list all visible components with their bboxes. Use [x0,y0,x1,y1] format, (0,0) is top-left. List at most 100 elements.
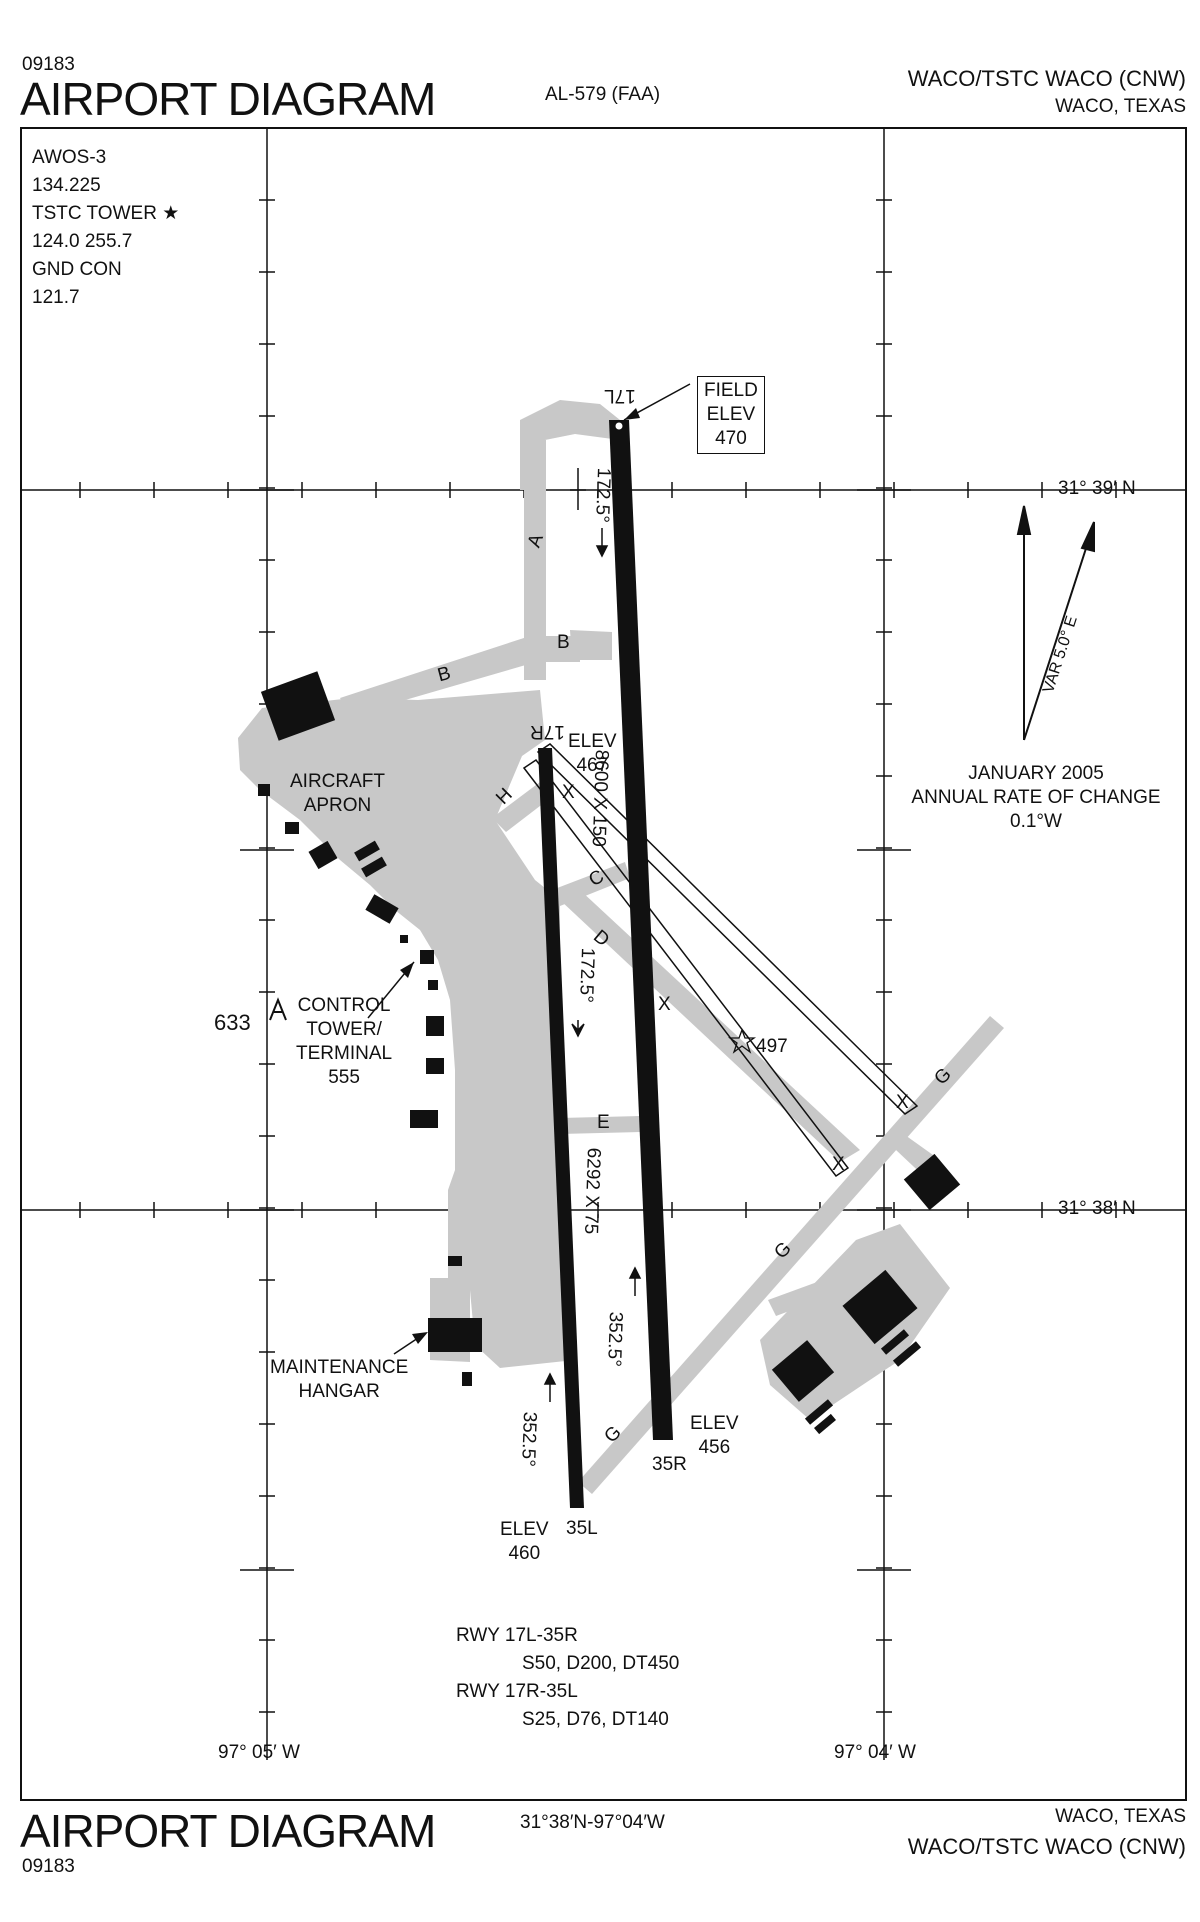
control-tower-building [420,950,434,964]
elev-35l: ELEV 460 [500,1518,549,1566]
chart-id-top: 09183 [22,54,75,75]
building-east [903,1153,961,1211]
hangar-leader-head [412,1332,428,1344]
magnetic-north-arrow [1023,535,1091,741]
maint-line1: MAINTENANCE [270,1357,409,1378]
obstacle-symbol [269,997,287,1021]
chart-title-bottom: AIRPORT DIAGRAM [20,1805,436,1857]
maintenance-hangar-label: MAINTENANCE HANGAR [270,1356,408,1404]
building [308,840,338,870]
taxiway-b [340,636,580,716]
rwy-17l-35r-title: RWY 17L-35R [456,1625,578,1646]
elev-35r: ELEV 456 [690,1412,739,1460]
magnetic-rate-value: 0.1°W [1010,811,1062,832]
frequency-list: AWOS-3 134.225 TSTC TOWER ★ 124.0 255.7 … [32,144,179,312]
taxiway-label-b: B [557,632,570,653]
tower-label: TSTC TOWER ★ [32,203,180,224]
latitude-label-north: 31° 39′ N [1058,478,1136,499]
ground-frequency: 121.7 [32,287,80,308]
building [285,822,299,834]
elev-35r-value: 456 [698,1437,731,1458]
building [426,1058,444,1074]
hdg-arrowhead [628,1266,642,1279]
elev-word: ELEV [690,1413,739,1434]
north-arrows [1016,505,1095,741]
heading-352-west: 352.5° [517,1411,540,1468]
building [448,1256,462,1266]
taxiway-e [560,1116,640,1134]
taxiway-b-pad [570,630,612,660]
closed-marker: X [832,1154,845,1175]
heading-172-mid: 172.5° [575,947,598,1004]
grid-ticks [79,199,1117,1713]
runway-35r-label: 35R [652,1454,687,1475]
building [880,1329,910,1355]
runway-17r-label: 17R [530,721,565,742]
apron-line2: APRON [303,795,372,816]
true-north-head [1016,505,1032,535]
latitude-label-south: 31° 38′ N [1058,1198,1136,1219]
chart-id-bottom: 09183 [22,1856,75,1877]
tower-frequency: 124.0 255.7 [32,231,133,252]
elev-35l-value: 460 [508,1543,541,1564]
rwy-17r-35l-title: RWY 17R-35L [456,1681,578,1702]
hdg-arrowhead [543,1372,557,1385]
maintenance-hangar-building [428,1318,482,1352]
building-nw [260,671,336,741]
heading-172-north: 172.5° [591,467,614,524]
hangar-se-2 [771,1340,835,1402]
hangar-se-1 [842,1269,918,1345]
closed-marker: X [896,1092,909,1113]
localizer-mark [570,468,586,510]
taxiway-h [492,782,553,832]
elev-17r: ELEV 467 [568,730,617,778]
heading-arrows [543,528,642,1402]
building [258,784,270,796]
elev-17r-value: 467 [576,755,609,776]
taxiway-label-e: E [597,1112,610,1133]
building [410,1110,438,1128]
ramp-connector [768,1270,856,1316]
runway-35l-label: 35L [566,1518,598,1539]
tower-elevation: 555 [328,1067,360,1088]
control-tower-label: CONTROL TOWER/ TERMINAL 555 [296,994,392,1090]
field-elev-line2: ELEV [706,404,756,425]
closed-marker: X [562,782,575,803]
building [814,1413,836,1435]
airport-name-bottom: WACO/TSTC WACO (CNW) [907,1834,1186,1859]
runway-17l-label: 17L [604,385,636,406]
runway-17r-dims: 6292 X 75 [579,1147,604,1235]
taxiway-a [524,440,546,680]
magnetic-change-block: JANUARY 2005 ANNUAL RATE OF CHANGE 0.1°W [898,762,1174,834]
hdg-arrowhead [571,1023,585,1038]
field-elev-value: 470 [715,428,747,449]
hdg-arrowhead [595,545,609,558]
closed-marker: X [658,994,671,1015]
building [400,935,408,943]
rwy-17r-35l-strength: S25, D76, DT140 [522,1709,669,1730]
field-elev-line1: FIELD [704,380,758,401]
tower-line3: TERMINAL [296,1043,393,1064]
elev-word: ELEV [568,731,617,752]
awos-label: AWOS-3 [32,147,107,168]
field-elev-arrowhead [624,408,640,420]
magnetic-rate-label: ANNUAL RATE OF CHANGE [911,787,1161,808]
city-state-top: WACO, TEXAS [1055,96,1186,117]
beacon-elevation: 497 [756,1036,788,1057]
terminal-building [426,1016,444,1036]
longitude-label-west: 97° 05′ W [218,1742,300,1763]
ground-label: GND CON [32,259,122,280]
tower-line2: TOWER/ [306,1019,382,1040]
building [462,1372,472,1386]
building [365,894,399,924]
aircraft-apron [238,690,575,1368]
building [892,1341,922,1367]
rwy-17l-35r-strength: S50, D200, DT450 [522,1653,680,1674]
aircraft-apron-label: AIRCRAFT APRON [290,770,385,818]
field-elevation-point [614,421,624,431]
obstacle-elevation: 633 [214,1010,251,1035]
longitude-label-east: 97° 04′ W [834,1742,916,1763]
airport-coordinates: 31°38′N-97°04′W [520,1812,665,1833]
beacon-icon [727,1028,757,1054]
